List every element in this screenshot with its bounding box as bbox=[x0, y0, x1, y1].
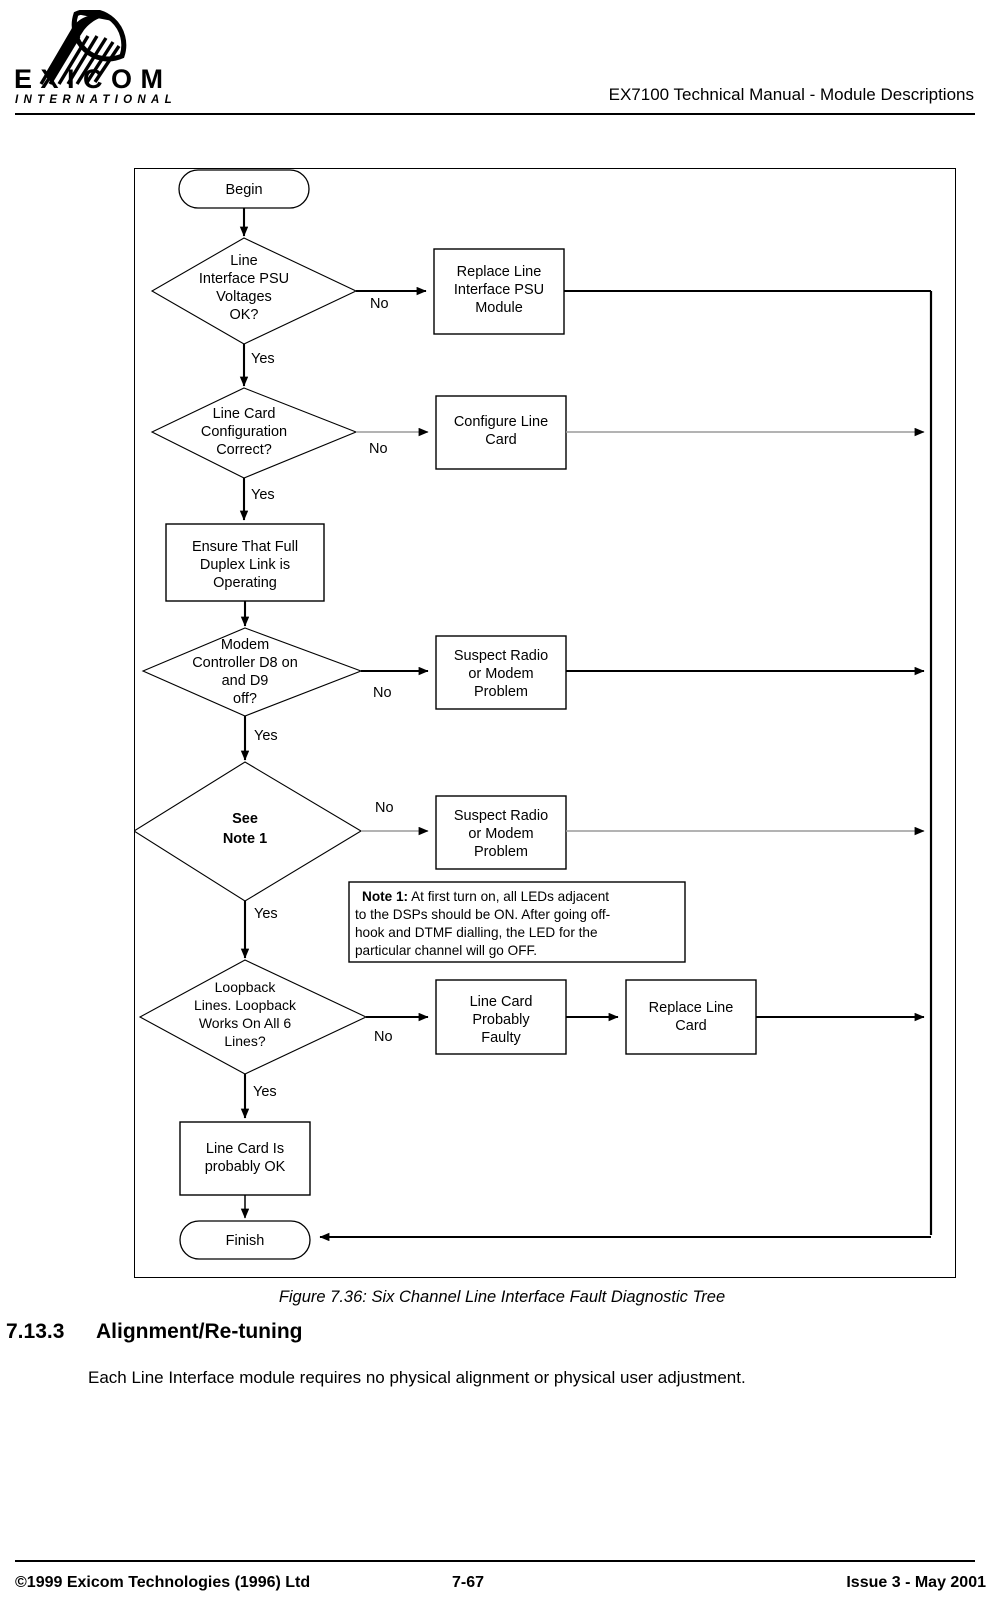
d1-line1: Line bbox=[230, 253, 257, 269]
section-number: 7.13.3 bbox=[6, 1320, 65, 1343]
edge-label-no-3: No bbox=[373, 685, 392, 701]
p3-line1: Ensure That Full bbox=[192, 539, 298, 555]
flowchart-canvas: Begin Line Interface PSU Voltages OK? No… bbox=[134, 169, 933, 1260]
d1-line4: OK? bbox=[229, 307, 258, 323]
d2-line2: Configuration bbox=[201, 424, 287, 440]
d5-line1: Loopback bbox=[215, 979, 277, 995]
d3-line1: Modem bbox=[221, 637, 269, 653]
p1-line2: Interface PSU bbox=[454, 282, 544, 298]
edge-label-no-5: No bbox=[374, 1029, 393, 1045]
note-1-line-4: particular channel will go OFF. bbox=[355, 943, 537, 958]
d5-line3: Works On All 6 bbox=[199, 1015, 292, 1031]
page-footer: ©1999 Exicom Technologies (1996) Ltd 7-6… bbox=[0, 1574, 1004, 1598]
footer-divider bbox=[15, 1560, 975, 1562]
p5-line2: or Modem bbox=[468, 826, 533, 842]
d2-line3: Correct? bbox=[216, 442, 272, 458]
node-begin: Begin bbox=[178, 169, 310, 209]
p3-line2: Duplex Link is bbox=[200, 557, 290, 573]
figure-border bbox=[134, 168, 956, 1278]
figure-caption: Figure 7.36: Six Channel Line Interface … bbox=[278, 1288, 726, 1306]
p6-line1: Line Card bbox=[470, 994, 533, 1010]
p1-line1: Replace Line bbox=[457, 264, 542, 280]
note-1-line-3: hook and DTMF dialling, the LED for the bbox=[355, 925, 598, 940]
p6-line3: Faulty bbox=[481, 1030, 521, 1046]
p2-line2: Card bbox=[485, 432, 516, 448]
d2-line1: Line Card bbox=[213, 406, 276, 422]
node-decision-loopback: Loopback Lines. Loopback Works On All 6 … bbox=[138, 959, 368, 1075]
header-divider bbox=[15, 113, 975, 115]
node-decision-modem-controller: Modem Controller D8 on and D9 off? bbox=[141, 627, 363, 717]
d3-line3: and D9 bbox=[222, 673, 269, 689]
page-header: EXICOM INTERNATIONAL EX7100 Technical Ma… bbox=[0, 0, 1004, 122]
p2-line1: Configure Line bbox=[454, 414, 548, 430]
p4-line3: Problem bbox=[474, 684, 528, 700]
p4-line1: Suspect Radio bbox=[454, 648, 548, 664]
node-decision-see-note-1: See Note 1 bbox=[134, 761, 363, 902]
d1-line2: Interface PSU bbox=[199, 271, 289, 287]
p8-line2: probably OK bbox=[205, 1159, 286, 1175]
node-process-linecard-ok: Line Card Is probably OK bbox=[179, 1121, 311, 1196]
edge-label-yes-4: Yes bbox=[254, 906, 278, 922]
p5-line3: Problem bbox=[474, 844, 528, 860]
node-process-replace-psu: Replace Line Interface PSU Module bbox=[433, 248, 565, 335]
d4-line2: Note 1 bbox=[223, 831, 267, 847]
node-decision-linecard-config: Line Card Configuration Correct? bbox=[150, 387, 358, 479]
note-1-line-1: Note 1: At first turn on, all LEDs adjac… bbox=[362, 889, 609, 904]
edge-label-no-2: No bbox=[369, 441, 388, 457]
comet-logo-icon bbox=[39, 8, 127, 85]
section-heading: 7.13.3 Alignment/Re-tuning bbox=[6, 1320, 996, 1354]
p8-line1: Line Card Is bbox=[206, 1141, 284, 1157]
node-process-full-duplex: Ensure That Full Duplex Link is Operatin… bbox=[165, 523, 325, 602]
node-process-suspect-radio-1: Suspect Radio or Modem Problem bbox=[435, 635, 567, 710]
p7-line1: Replace Line bbox=[649, 1000, 734, 1016]
node-process-linecard-faulty: Line Card Probably Faulty bbox=[435, 979, 567, 1055]
p6-line2: Probably bbox=[472, 1012, 530, 1028]
note-1-line-2: to the DSPs should be ON. After going of… bbox=[355, 907, 610, 922]
footer-issue: Issue 3 - May 2001 bbox=[846, 1574, 986, 1591]
exicom-logo-mark bbox=[14, 8, 194, 108]
node-process-suspect-radio-2: Suspect Radio or Modem Problem bbox=[435, 795, 567, 870]
d3-line2: Controller D8 on bbox=[192, 655, 298, 671]
node-process-configure-linecard: Configure Line Card bbox=[435, 395, 567, 470]
edge-label-yes-3: Yes bbox=[254, 728, 278, 744]
node-finish-label: Finish bbox=[226, 1233, 265, 1249]
node-decision-psu-voltages: Line Interface PSU Voltages OK? bbox=[150, 237, 358, 345]
note-1-label: Note 1: bbox=[362, 889, 408, 904]
logo-tagline: INTERNATIONAL bbox=[15, 94, 177, 106]
figure-flowchart: Begin Line Interface PSU Voltages OK? No… bbox=[134, 168, 956, 1278]
footer-page-number: 7-67 bbox=[452, 1574, 485, 1591]
node-begin-label: Begin bbox=[225, 182, 262, 198]
edge-label-yes-2: Yes bbox=[251, 487, 275, 503]
node-process-replace-linecard: Replace Line Card bbox=[625, 979, 757, 1055]
d5-line2: Lines. Loopback bbox=[194, 997, 297, 1013]
d1-line3: Voltages bbox=[216, 289, 272, 305]
edge-label-no-1: No bbox=[370, 296, 389, 312]
p1-line3: Module bbox=[475, 300, 523, 316]
node-finish: Finish bbox=[179, 1220, 311, 1260]
edge-label-yes-5: Yes bbox=[253, 1084, 277, 1100]
edge-label-no-4: No bbox=[375, 800, 394, 816]
p7-line2: Card bbox=[675, 1018, 706, 1034]
edge-label-yes-1: Yes bbox=[251, 351, 275, 367]
section-paragraph: Each Line Interface module requires no p… bbox=[88, 1368, 746, 1387]
note-1-callout: Note 1: At first turn on, all LEDs adjac… bbox=[348, 881, 686, 963]
logo-wordmark: EXICOM bbox=[14, 64, 172, 94]
p3-line3: Operating bbox=[213, 575, 277, 591]
d3-line4: off? bbox=[233, 691, 257, 707]
p4-line2: or Modem bbox=[468, 666, 533, 682]
footer-copyright: ©1999 Exicom Technologies (1996) Ltd bbox=[15, 1574, 311, 1591]
header-title: EX7100 Technical Manual - Module Descrip… bbox=[608, 85, 974, 104]
d5-line4: Lines? bbox=[224, 1033, 265, 1049]
d4-line1: See bbox=[232, 811, 258, 827]
section-title: Alignment/Re-tuning bbox=[96, 1320, 303, 1343]
p5-line1: Suspect Radio bbox=[454, 808, 548, 824]
